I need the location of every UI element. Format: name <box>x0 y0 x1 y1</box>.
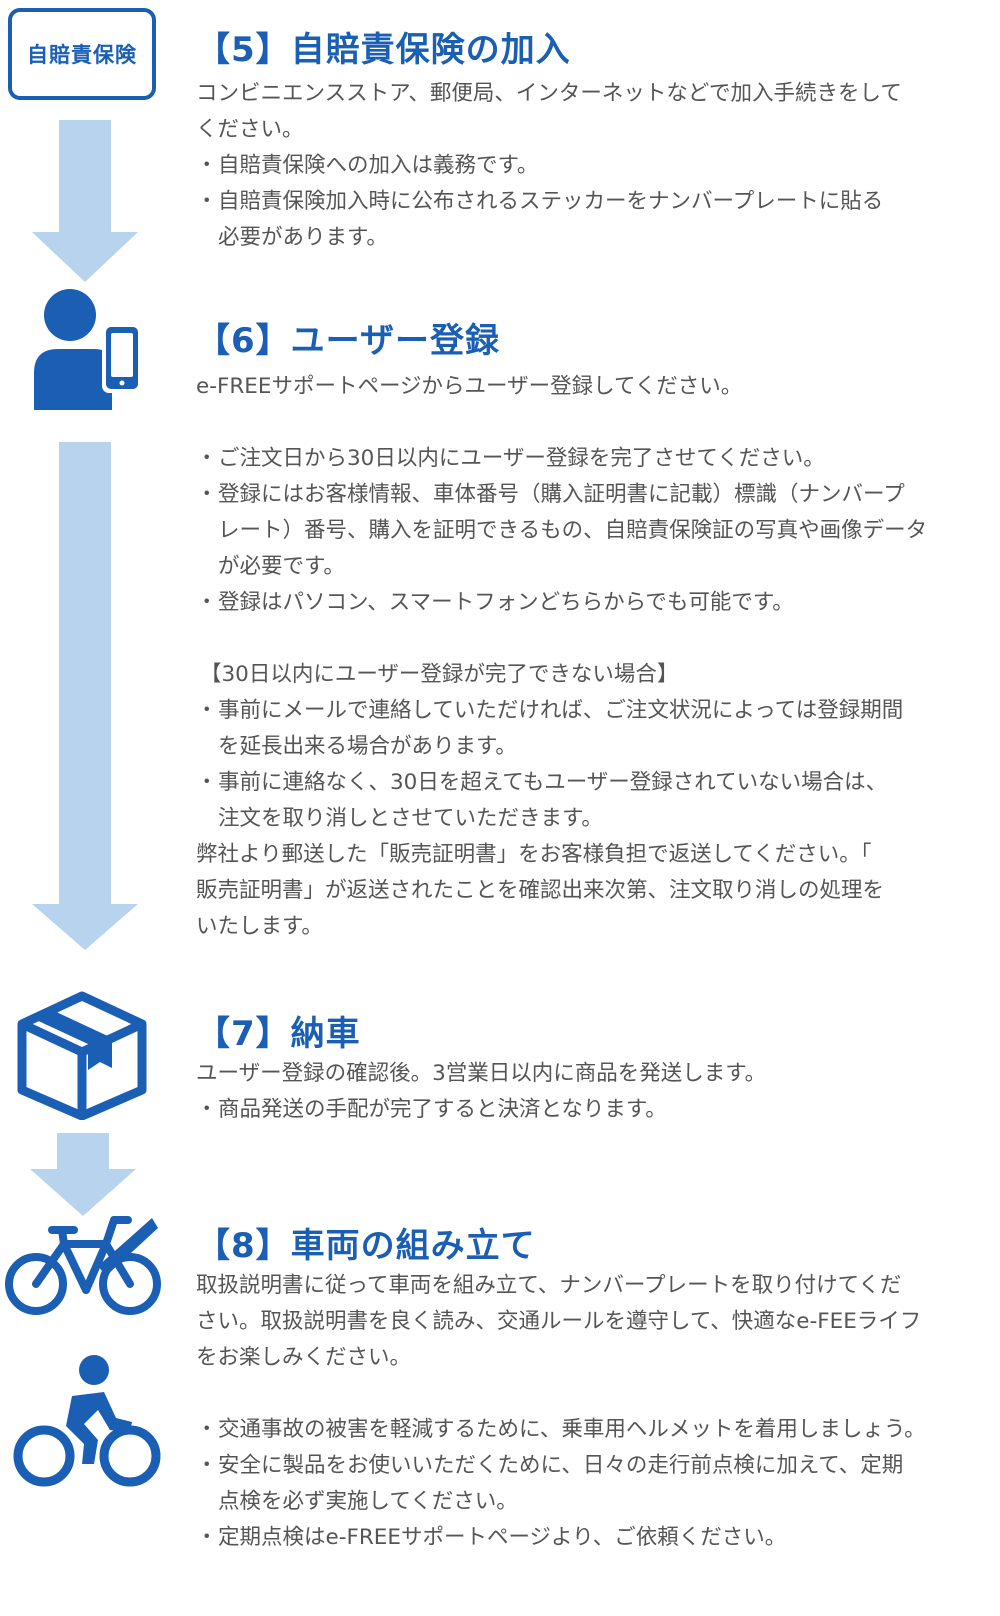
step-5-bullet: ・ 自賠責保険への加入は義務です。 <box>196 153 539 178</box>
step-7-lead-line: ユーザー登録の確認後。3営業日以内に商品を発送します。 <box>196 1061 767 1086</box>
step-5-body: コンビニエンスストア、郵便局、インターネットなどで加入手続きをして ください。 … <box>196 76 986 256</box>
step-6-lead-line: e-FREEサポートページからユーザー登録してください。 <box>196 374 743 399</box>
step-8-body: 取扱説明書に従って車両を組み立て、ナンバープレートを取り付けてくだ さい。取扱説… <box>196 1268 986 1556</box>
step-7-heading: 【7】納車 <box>196 1014 361 1054</box>
step-5-lead-line: コンビニエンスストア、郵便局、インターネットなどで加入手続きをして <box>196 81 902 106</box>
step-6-bullet: ・ 事前に連絡なく、30日を超えてもユーザー登録されていない場合は、 注文を取り… <box>196 770 888 831</box>
insurance-badge-icon: 自賠責保険 <box>8 8 156 100</box>
step-5-heading: 【5】自賠責保険の加入 <box>196 30 571 70</box>
step-6-tail-line: いたします。 <box>196 914 323 939</box>
step-6-bullet: ・ 登録にはお客様情報、車体番号（購入証明書に記載）標識（ナンバープ レート）番… <box>196 482 928 579</box>
step-8-heading: 【8】車両の組み立て <box>196 1226 536 1266</box>
insurance-badge-label: 自賠責保険 <box>27 43 137 67</box>
cyclist-icon <box>13 1355 161 1487</box>
step-6-bullet: ・ 登録はパソコン、スマートフォンどちらからでも可能です。 <box>196 590 794 615</box>
flow-arrow-7-8 <box>30 1133 136 1216</box>
package-box-icon <box>17 991 147 1120</box>
step-8-bullet: ・ 定期点検はe-FREEサポートページより、ご依頼ください。 <box>196 1525 787 1550</box>
step-6-heading: 【6】ユーザー登録 <box>196 321 500 361</box>
step-7-bullet: ・ 商品発送の手配が完了すると決済となります。 <box>196 1097 667 1122</box>
step-8-lead-line: をお楽しみください。 <box>196 1345 412 1370</box>
user-smartphone-icon <box>34 289 142 410</box>
bicycle-icon <box>5 1216 161 1315</box>
flow-arrow-5-6 <box>32 120 138 282</box>
step-5-bullet: ・ 自賠責保険加入時に公布されるステッカーをナンバープレートに貼る 必要がありま… <box>196 189 884 250</box>
step-7-body: ユーザー登録の確認後。3営業日以内に商品を発送します。 ・ 商品発送の手配が完了… <box>196 1056 986 1128</box>
step-6-subheading: 【30日以内にユーザー登録が完了できない場合】 <box>200 662 679 687</box>
step-8-bullet: ・ 交通事故の被害を軽減するために、乗車用ヘルメットを着用しましょう。 <box>196 1417 926 1442</box>
step-5-lead-line: ください。 <box>196 117 304 142</box>
step-8-lead-line: 取扱説明書に従って車両を組み立て、ナンバープレートを取り付けてくだ <box>196 1273 902 1298</box>
step-8-lead-line: さい。取扱説明書を良く読み、交通ルールを遵守して、快適なe-FEEライフ <box>196 1309 922 1334</box>
step-6-body: e-FREEサポートページからユーザー登録してください。 ・ ご注文日から30日… <box>196 369 986 945</box>
step-8-bullet: ・ 安全に製品をお使いいただくために、日々の走行前点検に加えて、定期 点検を必ず… <box>196 1453 904 1514</box>
step-6-tail-line: 弊社より郵送した「販売証明書」をお客様負担で返送してください。「 <box>196 842 872 867</box>
flow-arrow-6-7 <box>32 442 138 950</box>
step-6-tail-line: 販売証明書」が返送されたことを確認出来次第、注文取り消しの処理を <box>196 878 885 903</box>
step-6-bullet: ・ 事前にメールで連絡していただければ、ご注文状況によっては登録期間 を延長出来… <box>196 698 904 759</box>
step-6-bullet: ・ ご注文日から30日以内にユーザー登録を完了させてください。 <box>196 446 825 471</box>
